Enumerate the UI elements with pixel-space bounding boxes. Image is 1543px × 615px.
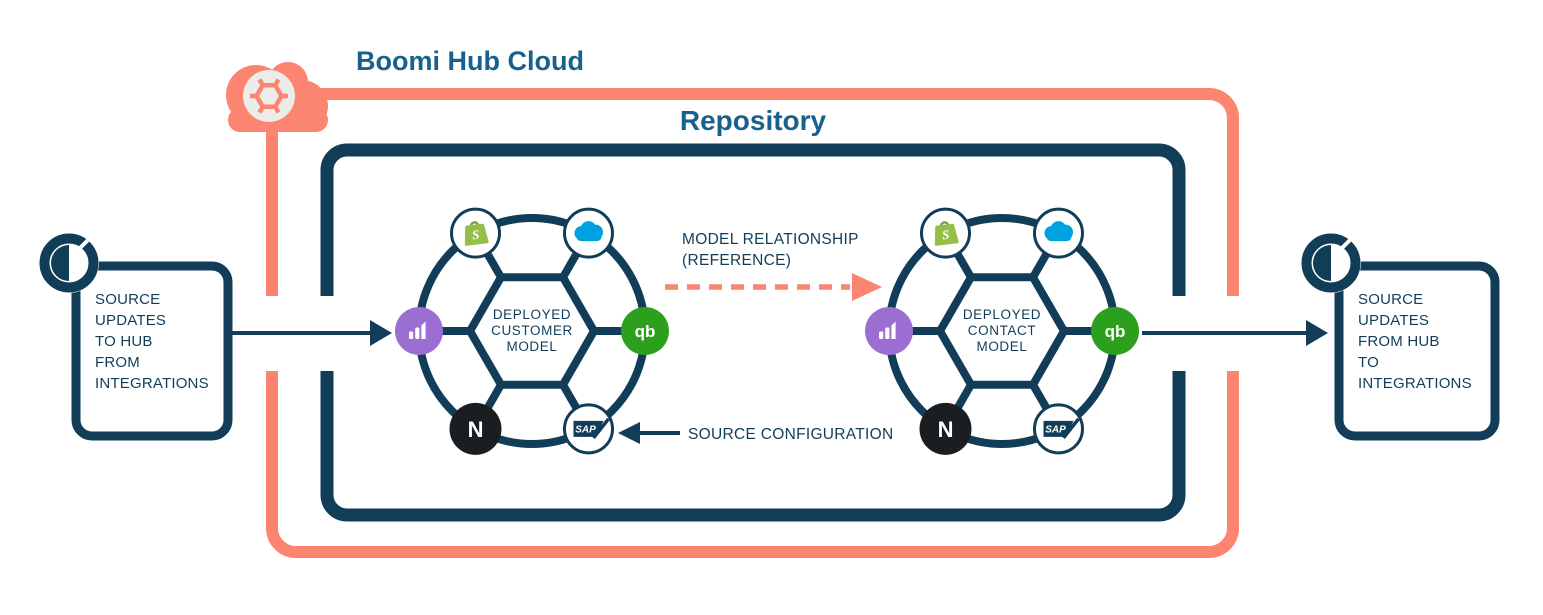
label-line: (REFERENCE) [682,252,792,269]
label-line: UPDATES [1358,312,1430,329]
label-line: SOURCE [95,291,161,308]
repository-title: Repository [679,105,827,136]
label-line: FROM HUB [1358,333,1440,350]
label-line: TO [1358,354,1379,371]
label-line: MODEL [506,339,558,354]
hub-cloud-title: Boomi Hub Cloud [356,46,584,76]
label-line: TO HUB [95,333,153,350]
arrow-from-hub [1142,320,1328,346]
deployed-contact-model-label: DEPLOYED CONTACT MODEL [932,307,1072,355]
source-configuration-arrow [618,422,680,444]
label-line: CUSTOMER [491,323,573,338]
label-line: INTEGRATIONS [95,375,209,392]
source-updates-from-hub-box [1334,261,1500,441]
label-line: MODEL RELATIONSHIP [682,231,859,248]
source-updates-from-hub-label: SOURCE UPDATES FROM HUB TO INTEGRATIONS [1358,289,1472,394]
cloud-badge-circle [243,70,295,122]
deployed-customer-model-label: DEPLOYED CUSTOMER MODEL [462,307,602,355]
arrow-to-hub [230,320,392,346]
label-line: INTEGRATIONS [1358,375,1472,392]
label-line: DEPLOYED [492,307,572,322]
label-line: SOURCE [1358,291,1424,308]
cloud-icon [226,62,328,132]
label-line: UPDATES [95,312,167,329]
source-updates-to-hub-label: SOURCE UPDATES TO HUB FROM INTEGRATIONS [95,289,209,394]
model-relationship-label: MODEL RELATIONSHIP (REFERENCE) [682,229,859,271]
model-relationship-arrow [665,273,882,301]
source-updates-to-hub-box [71,261,233,441]
label-line: CONTACT [967,323,1037,338]
label-line: MODEL [976,339,1028,354]
hub-gear-icon [250,78,288,114]
source-configuration-label: SOURCE CONFIGURATION [688,426,894,443]
label-line: FROM [95,354,140,371]
label-line: DEPLOYED [962,307,1042,322]
